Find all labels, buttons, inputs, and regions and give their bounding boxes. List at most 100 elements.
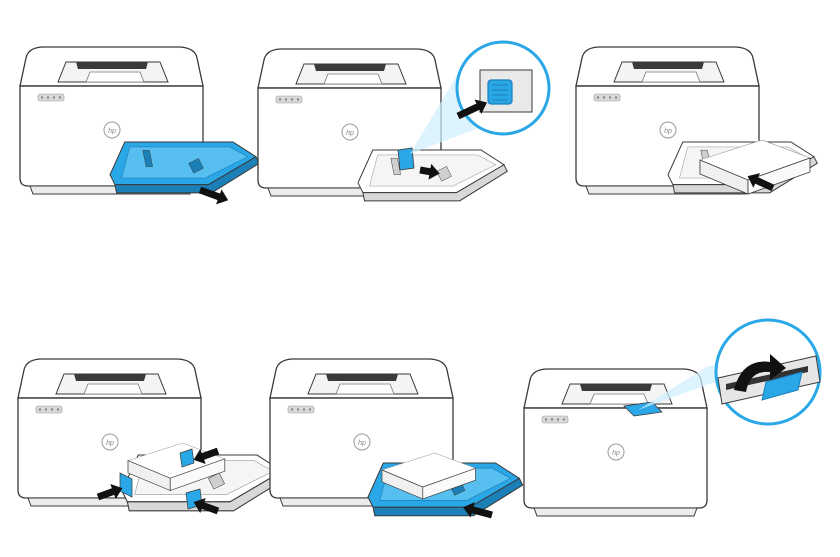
step-4-panel: hp bbox=[10, 345, 287, 545]
arrow-shape bbox=[456, 99, 488, 120]
control-panel bbox=[541, 415, 569, 424]
control-panel bbox=[287, 405, 315, 414]
arrow-shape bbox=[193, 498, 220, 515]
hp-logo-text: hp bbox=[106, 440, 114, 447]
callout-detail bbox=[717, 354, 821, 405]
output-slot bbox=[314, 64, 386, 71]
output-slot bbox=[580, 384, 652, 391]
paper-guide bbox=[436, 166, 452, 182]
step-5-illustration: hp bbox=[269, 358, 524, 519]
step-2-panel: hp bbox=[250, 30, 560, 230]
arrow-shape bbox=[747, 173, 775, 192]
hp-logo-icon bbox=[353, 433, 371, 451]
control-button-icon bbox=[308, 408, 312, 411]
hp-logo-text: hp bbox=[612, 450, 620, 457]
control-button-icon bbox=[596, 96, 600, 99]
control-button-icon bbox=[50, 408, 54, 411]
paper-guide bbox=[142, 149, 153, 167]
direction-arrow-icon bbox=[419, 163, 440, 180]
hp-logo-icon bbox=[101, 433, 119, 451]
hp-logo-text: hp bbox=[664, 128, 672, 135]
step-1-panel: hp bbox=[10, 30, 260, 230]
callout-detail bbox=[479, 69, 533, 113]
paper-stack bbox=[699, 139, 811, 195]
control-panel bbox=[35, 405, 63, 414]
tray-well bbox=[121, 146, 249, 179]
arrow-shape bbox=[463, 502, 493, 519]
arrow-shape bbox=[419, 163, 440, 180]
side-guide bbox=[119, 472, 133, 498]
hp-logo-text: hp bbox=[358, 440, 366, 447]
output-extension-flap bbox=[623, 401, 663, 417]
output-tray bbox=[85, 71, 145, 83]
printer: hp bbox=[257, 48, 442, 197]
printer-base bbox=[533, 507, 698, 517]
control-panel bbox=[275, 95, 303, 104]
direction-arrow-icon bbox=[193, 498, 220, 515]
direction-arrow-icon bbox=[463, 502, 493, 519]
tray-front-lip bbox=[362, 164, 508, 202]
control-button-icon bbox=[602, 96, 606, 99]
side-guide bbox=[179, 448, 195, 468]
hp-logo-icon bbox=[607, 443, 625, 461]
direction-arrow-icon bbox=[747, 173, 775, 192]
curved-arrow-icon bbox=[734, 354, 786, 392]
paper-guide bbox=[208, 472, 225, 490]
control-button-icon bbox=[562, 418, 566, 421]
paper-front bbox=[422, 467, 476, 500]
output-tray bbox=[589, 393, 649, 405]
control-button-icon bbox=[614, 96, 618, 99]
tray-front-lip bbox=[672, 156, 818, 194]
output-tray bbox=[323, 73, 383, 85]
hp-logo-text: hp bbox=[108, 128, 116, 135]
hp-logo-text: hp bbox=[346, 130, 354, 137]
step-3-panel: hp bbox=[568, 30, 828, 230]
hp-logo-icon bbox=[341, 123, 359, 141]
paper-guide bbox=[188, 158, 204, 174]
step-6-panel: hp bbox=[520, 318, 830, 545]
output-slot bbox=[326, 374, 398, 381]
output-slot bbox=[632, 62, 704, 69]
control-button-icon bbox=[52, 96, 56, 99]
arrow-shape bbox=[198, 186, 229, 205]
arrow-shape bbox=[96, 484, 123, 501]
control-panel bbox=[37, 93, 65, 102]
control-button-icon bbox=[40, 96, 44, 99]
control-button-icon bbox=[56, 408, 60, 411]
guide-lever bbox=[397, 147, 415, 171]
step-3-illustration: hp bbox=[575, 46, 818, 195]
paper-guide bbox=[390, 157, 401, 175]
hp-logo-icon bbox=[659, 121, 677, 139]
direction-arrow-icon bbox=[96, 484, 123, 501]
extension-flap-detail bbox=[761, 371, 803, 401]
control-button-icon bbox=[38, 408, 42, 411]
step-5-panel: hp bbox=[262, 345, 524, 545]
control-panel bbox=[593, 93, 621, 102]
control-button-icon bbox=[608, 96, 612, 99]
step-2-illustration: hp bbox=[257, 40, 551, 202]
tray-front-lip bbox=[372, 477, 524, 517]
output-slot bbox=[74, 374, 146, 381]
control-button-icon bbox=[296, 408, 300, 411]
control-button-icon bbox=[290, 408, 294, 411]
direction-arrow-icon bbox=[193, 447, 220, 464]
direction-arrow-icon bbox=[198, 186, 229, 205]
direction-arrow-icon bbox=[456, 99, 488, 120]
control-button-icon bbox=[290, 98, 294, 101]
output-tray bbox=[335, 383, 395, 395]
control-button-icon bbox=[296, 98, 300, 101]
arrow-shape bbox=[193, 447, 220, 464]
control-button-icon bbox=[278, 98, 282, 101]
control-button-icon bbox=[302, 408, 306, 411]
hp-logo-icon bbox=[103, 121, 121, 139]
step-6-illustration: hp bbox=[523, 318, 822, 517]
step-1-illustration: hp bbox=[19, 46, 260, 205]
control-button-icon bbox=[46, 96, 50, 99]
control-button-icon bbox=[44, 408, 48, 411]
control-button-icon bbox=[556, 418, 560, 421]
output-tray bbox=[641, 71, 701, 83]
control-button-icon bbox=[550, 418, 554, 421]
paper-front bbox=[169, 458, 226, 492]
step-4-illustration: hp bbox=[17, 358, 287, 515]
output-slot bbox=[76, 62, 148, 69]
